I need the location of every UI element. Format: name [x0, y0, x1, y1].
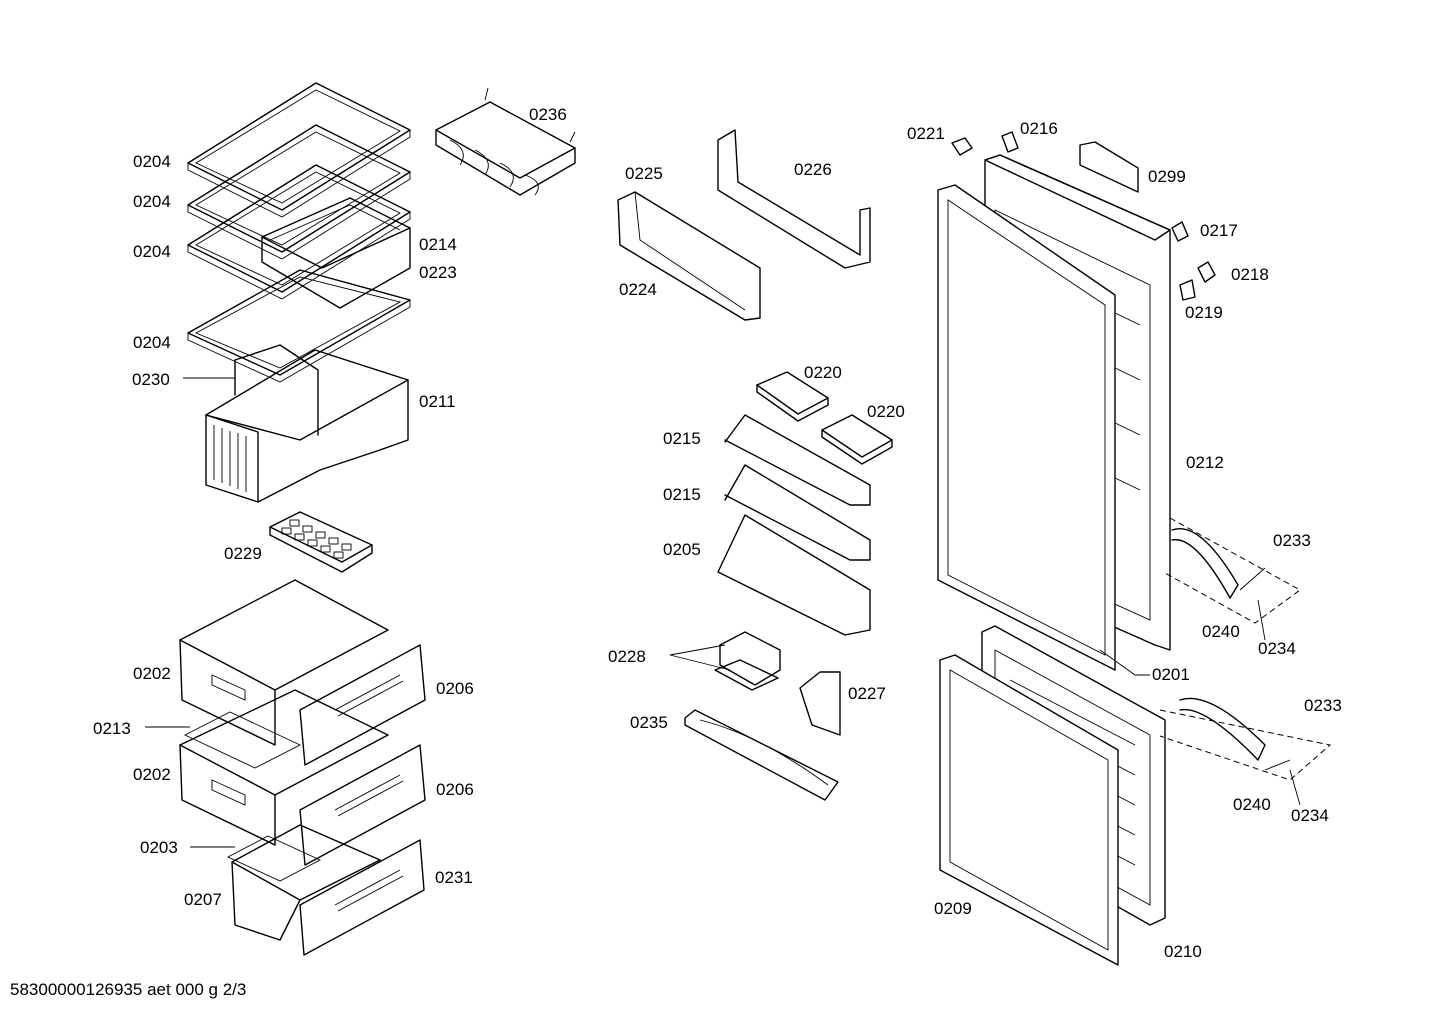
ice-tray — [269, 511, 373, 573]
callout-0236: 0236 — [529, 105, 567, 124]
leader-lines — [145, 377, 1301, 848]
callout-0299: 0299 — [1148, 167, 1186, 186]
callout-0209: 0209 — [934, 899, 972, 918]
callout-0210: 0210 — [1164, 942, 1202, 961]
callout-0204-d: 0204 — [133, 333, 171, 352]
callout-0218: 0218 — [1231, 265, 1269, 284]
callout-0231: 0231 — [435, 868, 473, 887]
callout-0206-b: 0206 — [436, 780, 474, 799]
fruit-crisper — [205, 344, 409, 503]
callout-0204-b: 0204 — [133, 192, 171, 211]
callout-0233-a: 0233 — [1273, 531, 1311, 550]
callout-0234-a: 0234 — [1258, 639, 1296, 658]
document-reference: 58300000126935 aet 000 g 2/3 — [10, 980, 247, 999]
callout-0204-c: 0204 — [133, 242, 171, 261]
callout-0201: 0201 — [1152, 665, 1190, 684]
callout-0213: 0213 — [93, 719, 131, 738]
callout-0234-b: 0234 — [1291, 806, 1329, 825]
callout-0211: 0211 — [419, 392, 456, 411]
door-handles — [1159, 517, 1332, 781]
glass-shelves — [187, 82, 411, 383]
callout-0221: 0221 — [907, 124, 945, 143]
callout-0215-b: 0215 — [663, 485, 701, 504]
callout-0205: 0205 — [663, 540, 701, 559]
callout-0226: 0226 — [794, 160, 832, 179]
callout-0240-a: 0240 — [1202, 622, 1240, 641]
callout-0202-a: 0202 — [133, 664, 171, 683]
hinges-and-caps — [951, 131, 1216, 301]
callout-0214: 0214 — [419, 235, 457, 254]
callout-0240-b: 0240 — [1233, 795, 1271, 814]
callout-0220-a: 0220 — [804, 363, 842, 382]
callout-0229: 0229 — [224, 544, 262, 563]
callout-0207: 0207 — [184, 890, 222, 909]
callout-0225: 0225 — [625, 164, 663, 183]
callout-0206-a: 0206 — [436, 679, 474, 698]
small-drawer — [261, 197, 411, 309]
callout-0219: 0219 — [1185, 303, 1223, 322]
callout-0204-a: 0204 — [133, 152, 171, 171]
callout-0203: 0203 — [140, 838, 178, 857]
callout-0224: 0224 — [619, 280, 657, 299]
egg-trays — [756, 371, 893, 465]
wine-rack — [435, 87, 576, 196]
callout-0227: 0227 — [848, 684, 886, 703]
callout-0215-a: 0215 — [663, 429, 701, 448]
callout-0202-b: 0202 — [133, 765, 171, 784]
fridge-door-gasket — [937, 184, 1116, 671]
callout-0230: 0230 — [132, 370, 170, 389]
callout-0217: 0217 — [1200, 221, 1238, 240]
callout-0212: 0212 — [1186, 453, 1224, 472]
callout-0220-b: 0220 — [867, 402, 905, 421]
callout-labels: 0204 0204 0204 0204 0236 0214 0223 0230 … — [93, 105, 1342, 961]
dairy-box-and-hook — [684, 631, 841, 801]
door-bottle-racks — [717, 414, 871, 636]
freezer-door-gasket — [939, 654, 1119, 966]
door-compartment — [617, 129, 871, 321]
callout-0233-b: 0233 — [1304, 696, 1342, 715]
freezer-drawers — [179, 579, 426, 956]
callout-0216: 0216 — [1020, 119, 1058, 138]
callout-0228: 0228 — [608, 647, 646, 666]
callout-0235: 0235 — [630, 713, 668, 732]
callout-0223: 0223 — [419, 263, 457, 282]
